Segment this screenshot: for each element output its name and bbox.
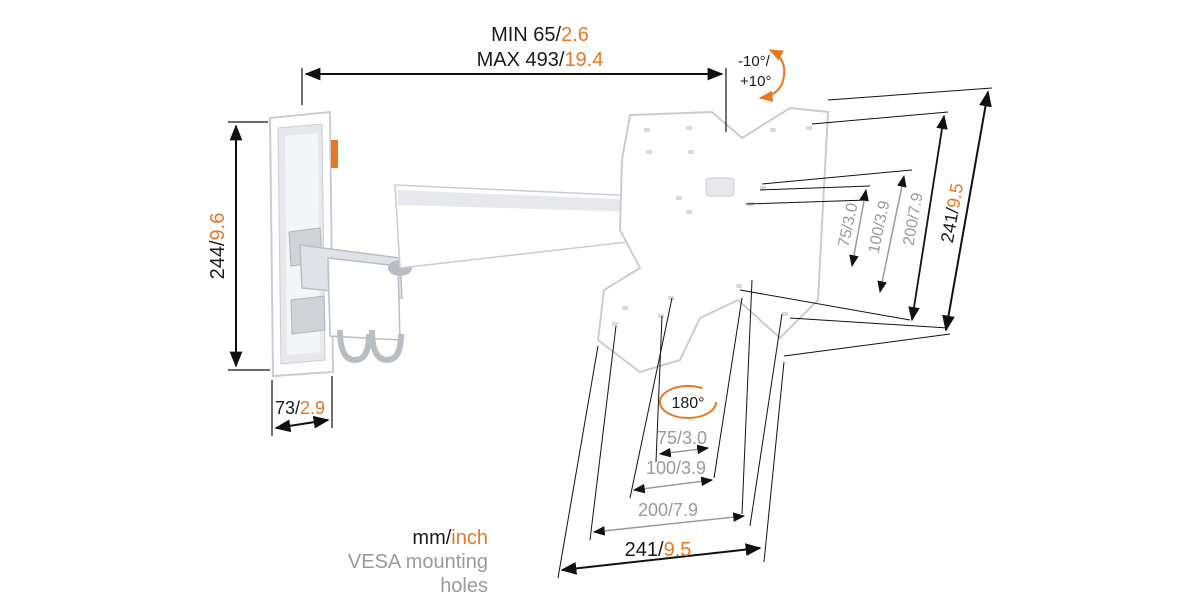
wall-plate (268, 110, 338, 378)
vesa-vertical-dimensions: 75/3.0 100/3.9 200/7.9 241/9.5 (739, 87, 993, 357)
rotation-label: 180° (671, 395, 704, 412)
tilt-label-line2: +10° (740, 73, 771, 90)
wall-plate-depth-dimension: 73/2.9 (271, 376, 333, 436)
vesa-legend: VESA mounting holes (347, 551, 488, 597)
articulating-arm (299, 184, 646, 364)
vesa-horizontal-75-label: 75/3.0 (657, 428, 707, 448)
rotation-arrow-icon (659, 385, 717, 419)
vesa-vertical-241-label: 241/9.5 (937, 182, 967, 245)
wall-plate-height-label: 244/9.6 (207, 213, 229, 280)
tilt-indicator: -10°/ +10° (738, 49, 786, 102)
reach-dimension: MIN 65/2.6 MAX 493/19.4 (301, 24, 727, 132)
vesa-horizontal-200-label: 200/7.9 (638, 500, 698, 520)
units-metric: mm (412, 527, 446, 549)
vesa-plate (596, 106, 830, 374)
vesa-horizontal-dimensions: 75/3.0 100/3.9 200/7.9 241/9.5 (557, 279, 785, 579)
legend: mm/inch VESA mounting holes (300, 526, 488, 598)
vesa-horizontal-100-label: 100/3.9 (646, 458, 706, 478)
tilt-label-line1: -10°/ (738, 53, 771, 70)
tilt-arrow-icon (758, 49, 786, 102)
units-legend: mm/inch (300, 526, 488, 550)
vesa-vertical-75-label: 75/3.0 (836, 201, 862, 248)
wall-plate-depth-label: 73/2.9 (275, 398, 325, 418)
reach-max-label: MAX 493/19.4 (477, 49, 604, 71)
wall-plate-height-dimension: 244/9.6 (207, 121, 270, 371)
reach-min-label: MIN 65/2.6 (491, 24, 589, 46)
vesa-vertical-200-label: 200/7.9 (901, 191, 927, 247)
units-imperial: inch (451, 527, 488, 549)
units-separator: / (445, 527, 452, 549)
vesa-horizontal-241-label: 241/9.5 (625, 539, 692, 561)
rotation-indicator: 180° (659, 385, 717, 419)
level-indicator-tab (331, 140, 338, 168)
